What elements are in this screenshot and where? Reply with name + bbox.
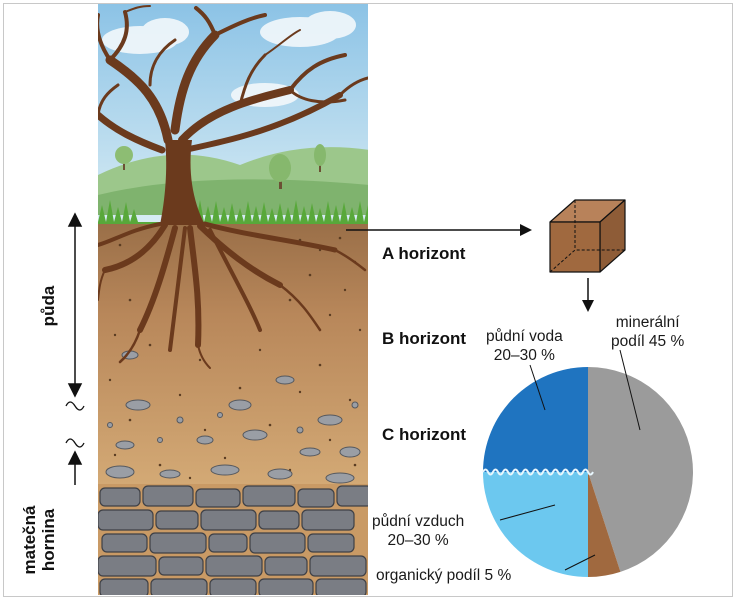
pie-slice-water — [483, 367, 588, 472]
pie-slice-mineral — [588, 366, 694, 572]
soil-particles — [108, 236, 362, 480]
grass — [98, 200, 368, 226]
stones — [105, 350, 361, 484]
distant-trees — [115, 144, 326, 189]
pie-slice-organic — [588, 472, 621, 577]
c-horizon-label: C horizont — [382, 425, 467, 444]
pie-leader-lines — [499, 349, 641, 571]
soil-label: půda — [39, 285, 58, 327]
bedrock-range-arrow-icon — [67, 450, 83, 485]
soil-range-arrow-icon — [67, 212, 83, 398]
pie-slice-air — [483, 472, 588, 577]
pie-label-organic: organický podíl 5 % — [376, 567, 512, 584]
soil-layers — [98, 224, 368, 484]
soil-composition-pie-chart — [482, 366, 694, 577]
tree-illustration — [98, 5, 368, 369]
bedrock-blocks — [98, 485, 368, 595]
soil-cube-icon — [549, 199, 626, 273]
arrow-down-icon — [582, 278, 594, 312]
arrow-icon — [346, 224, 532, 236]
break-marks — [65, 401, 85, 448]
a-horizon-label: A horizont — [382, 244, 466, 263]
water-surface-wave — [482, 468, 594, 476]
b-horizon-label: B horizont — [382, 329, 467, 348]
tree-trunk — [160, 140, 205, 225]
